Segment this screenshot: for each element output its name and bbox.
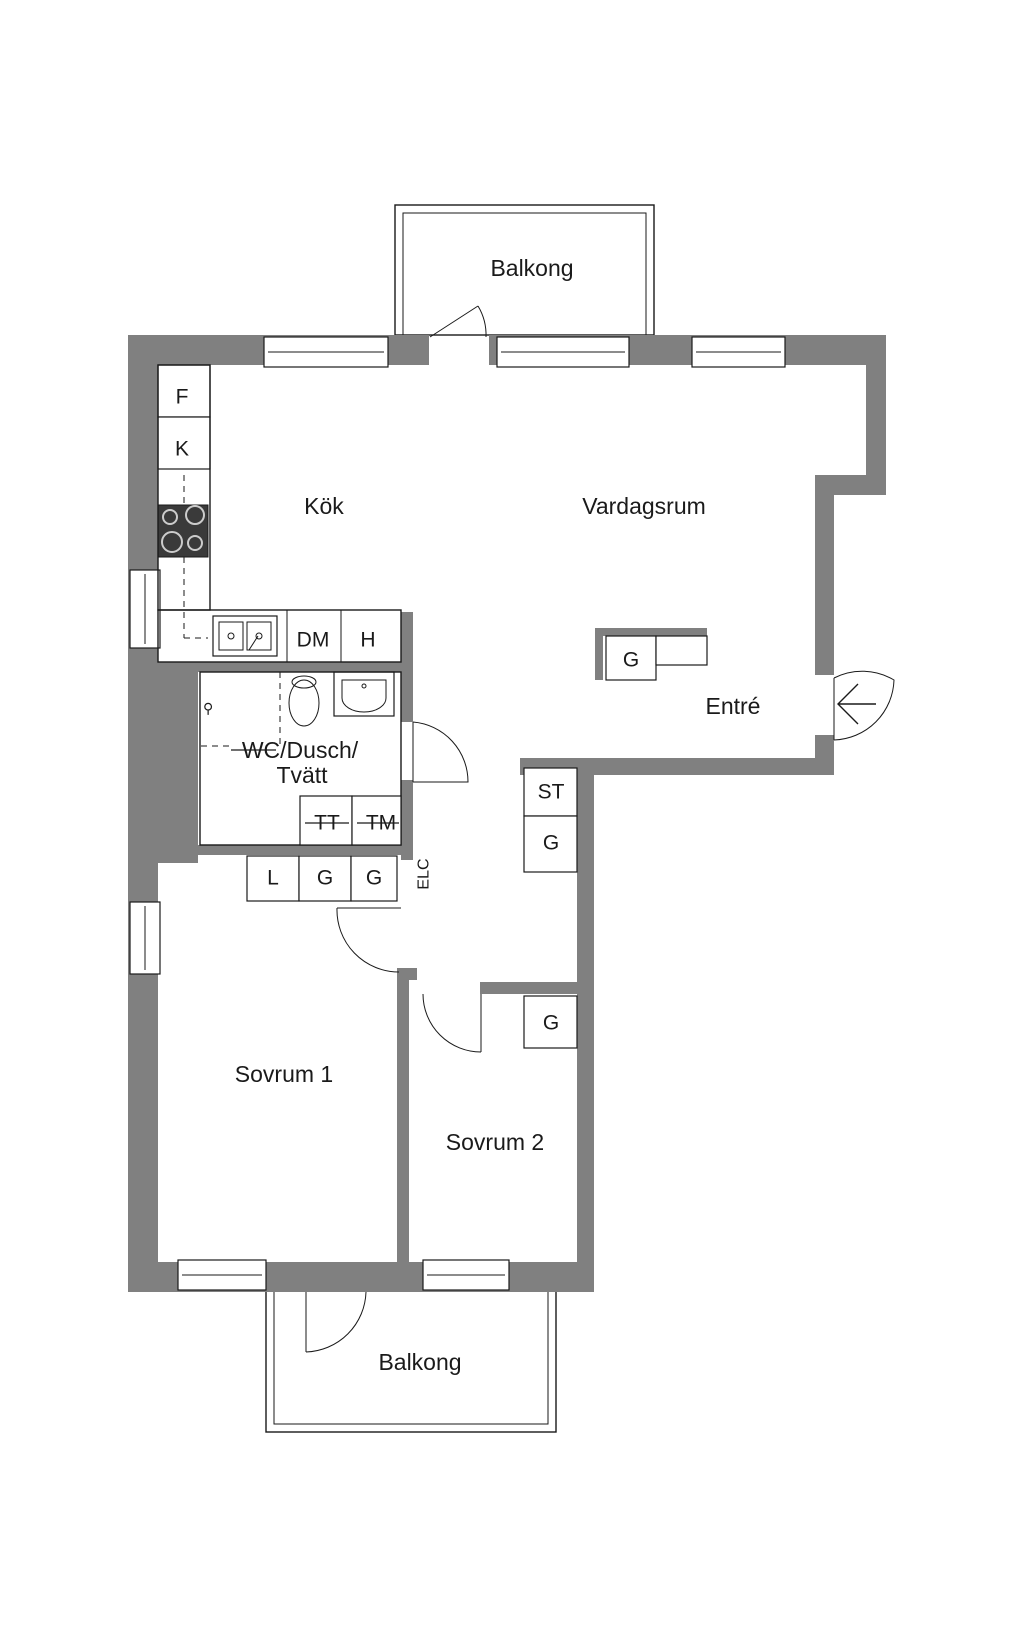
fixture-label-wardrobe-living: G — [623, 649, 639, 672]
window-living-top-1 — [496, 336, 630, 368]
door-balcony-top — [429, 305, 487, 338]
room-label-bathroom-line2: Tvätt — [276, 762, 328, 788]
window-bedroom1-left — [129, 901, 161, 975]
room-label-balcony-bottom: Balkong — [378, 1349, 461, 1375]
bathroom-fittings: ⚲ — [199, 671, 402, 846]
room-label-bedroom-1: Sovrum 1 — [235, 1061, 333, 1087]
door-bedroom1 — [336, 907, 401, 973]
window-bedroom1-bottom — [177, 1259, 267, 1291]
room-label-entrance: Entré — [706, 693, 761, 719]
room-label-bedroom-2: Sovrum 2 — [446, 1129, 544, 1155]
fixture-label-wardrobe-hall-1: G — [317, 867, 333, 890]
fixture-label-cleaning-closet: ST — [538, 781, 565, 804]
fixture-label-wardrobe-entry: G — [543, 832, 559, 855]
fixture-label-fridge: F — [176, 386, 189, 409]
room-label-kitchen: Kök — [304, 493, 344, 519]
window-kitchen-left — [129, 569, 161, 649]
windows — [129, 336, 786, 1291]
room-label-living-room: Vardagsrum — [582, 493, 706, 519]
fixture-label-dishwasher: DM — [297, 629, 330, 652]
window-kitchen-top — [263, 336, 389, 368]
room-label-balcony-top: Balkong — [490, 255, 573, 281]
doors — [305, 305, 895, 1353]
interior-walls — [158, 612, 707, 1262]
fixture-label-linen: L — [267, 867, 279, 890]
fixture-label-freezer: K — [175, 438, 189, 461]
exterior-walls — [128, 335, 886, 1292]
fixture-label-wardrobe-bedroom-2: G — [543, 1012, 559, 1035]
door-balcony-bottom — [305, 1291, 367, 1353]
toilet-icon — [288, 679, 320, 727]
fixture-label-electrical: ELC — [416, 858, 433, 889]
drain-icon: ⚲ — [203, 701, 213, 717]
fixture-label-hood-cabinet: H — [360, 629, 375, 652]
sink-icon — [212, 615, 278, 657]
kitchen-counter — [157, 364, 402, 663]
entrance-arrow-icon — [837, 683, 876, 725]
door-entrance — [833, 670, 895, 741]
window-living-top-2 — [691, 336, 786, 368]
window-bedroom2-bottom — [422, 1259, 510, 1291]
door-bedroom2 — [422, 993, 482, 1053]
washbasin-icon — [333, 671, 395, 717]
storage-boxes — [246, 635, 708, 1049]
door-bathroom — [412, 721, 469, 783]
fixture-label-wardrobe-hall-2: G — [366, 867, 382, 890]
